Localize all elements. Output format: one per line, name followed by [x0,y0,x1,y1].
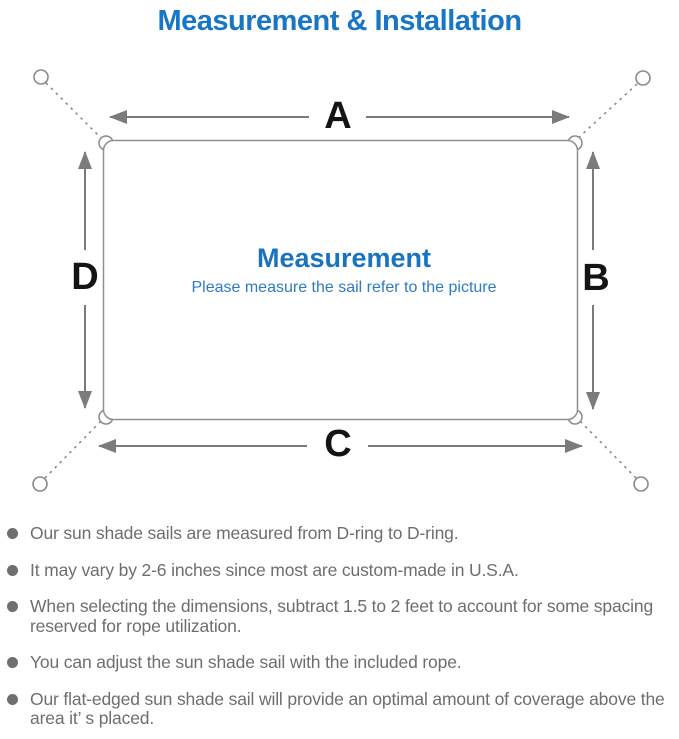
note-text: You can adjust the sun shade sail with t… [30,652,462,672]
dimension-arrows [78,110,600,453]
note-text: Our sun shade sails are measured from D-… [30,523,459,543]
diagram-subtitle: Please measure the sail refer to the pic… [191,279,497,296]
bullet-dot-icon [7,601,18,612]
dimension-label-c: C [324,423,352,465]
diagram-center-text: Measurement Please measure the sail refe… [134,244,554,297]
list-item: Our sun shade sails are measured from D-… [0,523,679,544]
shade-sail-outline [102,139,579,421]
anchor-ring-icons [32,69,651,492]
dimension-label-a: A [324,95,352,137]
sail-diagram-graphic [32,69,651,492]
dimension-label-b: B [582,257,610,299]
bullet-dot-icon [7,528,18,539]
list-item: Our flat-edged sun shade sail will provi… [0,688,679,729]
note-text: Our flat-edged sun shade sail will provi… [30,688,665,728]
notes-list: Our sun shade sails are measured from D-… [0,523,679,739]
note-text: It may vary by 2-6 inches since most are… [30,559,519,580]
bullet-dot-icon [7,693,18,705]
page-title: Measurement & Installation [157,5,522,37]
list-item: You can adjust the sun shade sail with t… [0,652,679,673]
dimension-label-d: D [71,256,99,298]
diagram-heading: Measurement [256,243,432,273]
list-item: It may vary by 2-6 inches since most are… [0,559,679,581]
measurement-diagram: A B C D Measurement Please measure the s… [32,69,651,492]
note-text: When selecting the dimensions, subtract … [30,596,654,636]
list-item: When selecting the dimensions, subtract … [0,596,679,636]
bullet-dot-icon [7,564,18,576]
bullet-dot-icon [7,657,18,668]
